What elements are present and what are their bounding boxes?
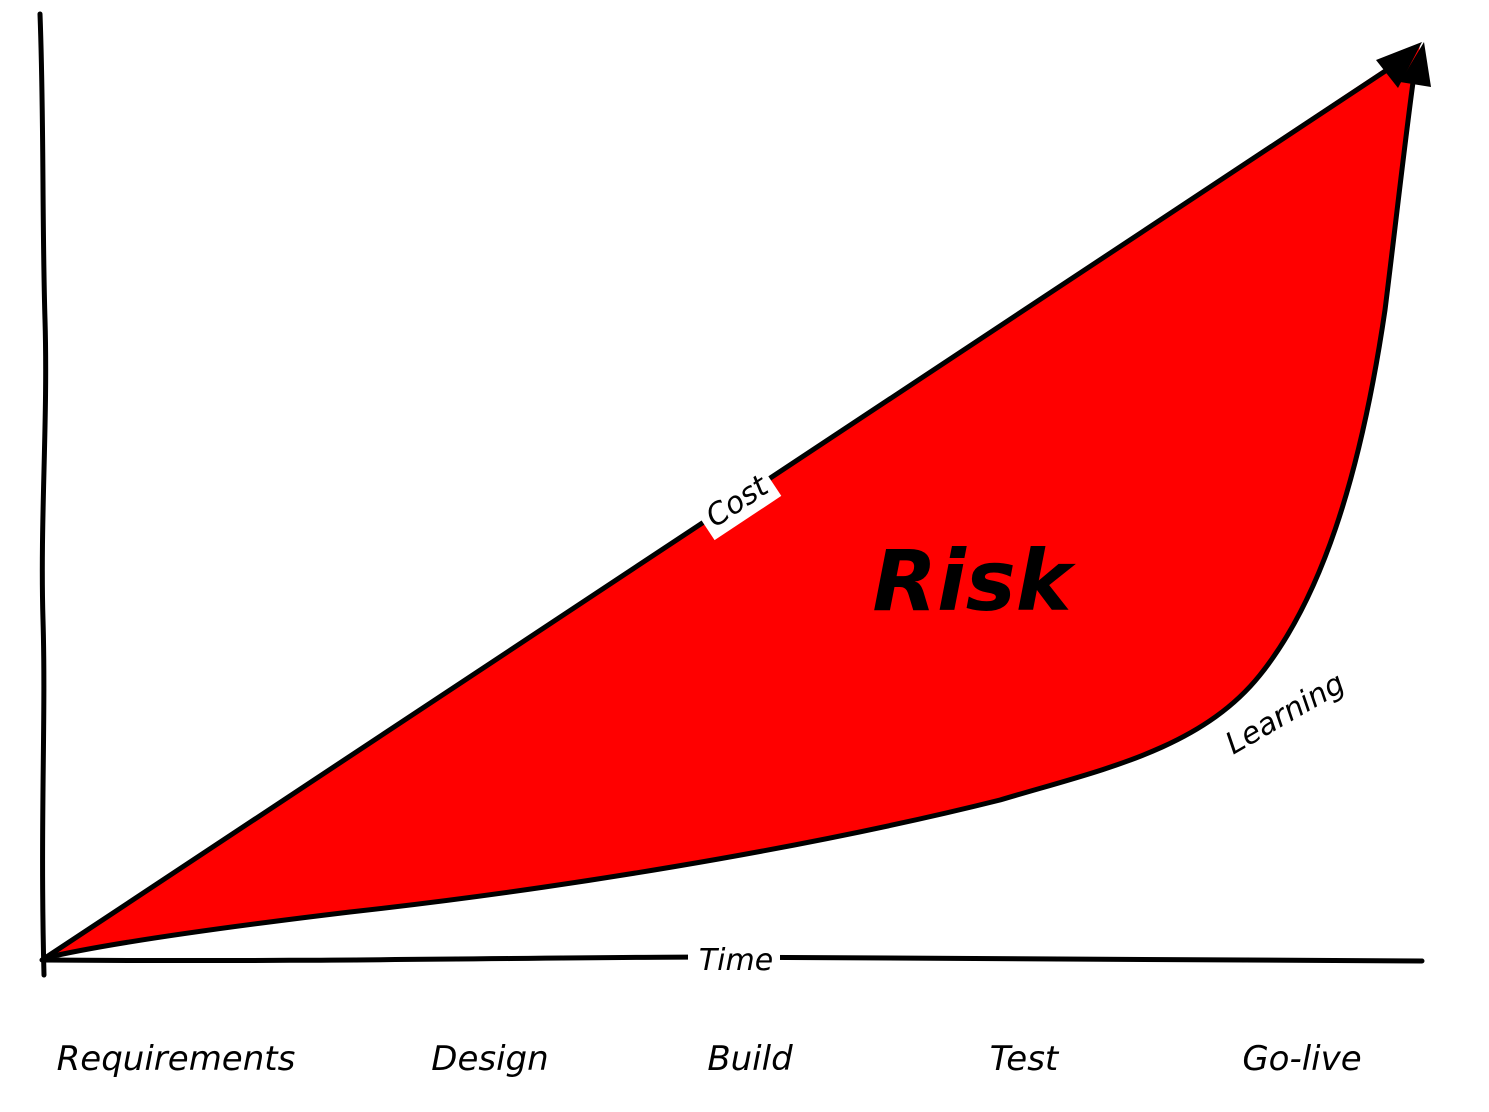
vertical-axis bbox=[37, 11, 49, 978]
cost-label-background bbox=[691, 460, 782, 541]
phase-label-build: Build bbox=[707, 1039, 793, 1079]
phase-label-go-live: Go-live bbox=[1242, 1039, 1361, 1079]
risk-label: Risk bbox=[872, 532, 1076, 630]
phase-label-requirements: Requirements bbox=[57, 1039, 296, 1079]
time-label: Time bbox=[699, 943, 773, 978]
learning-arrowhead bbox=[1400, 42, 1431, 87]
phase-label-design: Design bbox=[431, 1039, 548, 1079]
cost-arrowhead bbox=[1376, 42, 1422, 88]
phase-label-test: Test bbox=[990, 1039, 1060, 1079]
time-label-background bbox=[688, 940, 780, 976]
learning-curve bbox=[42, 72, 1417, 961]
